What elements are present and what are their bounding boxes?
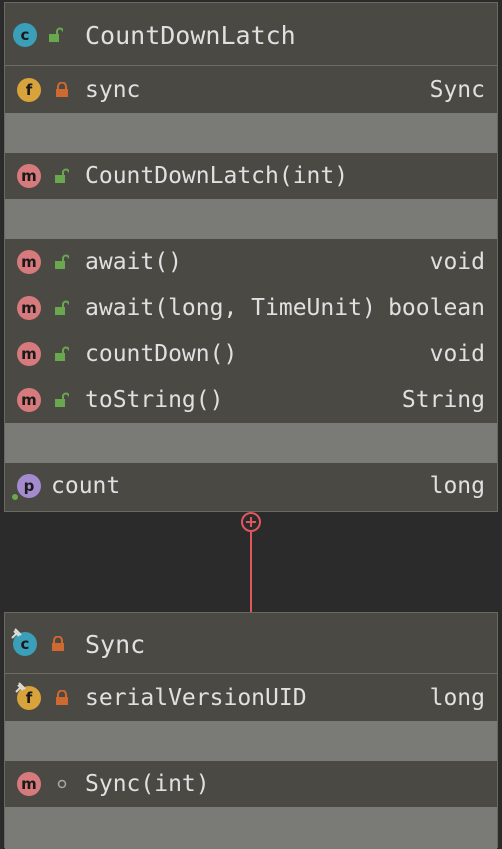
field-name: serialVersionUID	[85, 685, 307, 711]
class-header[interactable]: c Sync	[5, 623, 497, 665]
pin-icon	[11, 628, 22, 639]
private-lock-icon	[56, 690, 68, 705]
class-box-countdownlatch[interactable]: c CountDownLatch f sync Sync m CountDown…	[4, 2, 498, 512]
method-type: String	[401, 387, 485, 413]
method-row[interactable]: m await() void	[5, 239, 497, 285]
method-name: toString()	[85, 387, 224, 413]
property-name: count	[51, 473, 121, 499]
field-name: sync	[85, 77, 141, 103]
constructor-name: CountDownLatch(int)	[85, 163, 349, 189]
package-visibility-icon	[57, 779, 67, 789]
class-icon: c	[13, 632, 37, 656]
divider	[5, 65, 497, 66]
method-name: await(long, TimeUnit)	[85, 295, 376, 321]
field-icon: f	[17, 686, 41, 710]
field-row[interactable]: f serialVersionUID long	[5, 675, 497, 721]
method-row[interactable]: m toString() String	[5, 377, 497, 423]
field-type: long	[429, 685, 485, 711]
public-lock-icon	[55, 346, 69, 361]
field-type: Sync	[429, 77, 485, 103]
method-icon: m	[17, 164, 41, 188]
empty-section	[5, 807, 497, 849]
public-lock-icon	[55, 168, 69, 183]
inner-class-connector	[241, 512, 261, 614]
method-type: boolean	[388, 295, 485, 321]
method-icon: m	[17, 296, 41, 320]
getter-dot-icon	[12, 494, 18, 500]
constructor-row[interactable]: m Sync(int)	[5, 761, 497, 807]
public-lock-icon	[49, 27, 63, 42]
class-box-sync[interactable]: c Sync f serialVersionUID long m Sync(in…	[4, 612, 498, 849]
public-lock-icon	[55, 392, 69, 407]
method-icon: m	[17, 388, 41, 412]
field-row[interactable]: f sync Sync	[5, 67, 497, 113]
constructor-name: Sync(int)	[85, 771, 210, 797]
constructor-row[interactable]: m CountDownLatch(int)	[5, 153, 497, 199]
private-lock-icon	[52, 636, 64, 651]
class-name: Sync	[85, 629, 146, 659]
method-row[interactable]: m countDown() void	[5, 331, 497, 377]
method-row[interactable]: m await(long, TimeUnit) boolean	[5, 285, 497, 331]
method-type: void	[429, 249, 485, 275]
method-type: void	[429, 341, 485, 367]
method-icon: m	[17, 250, 41, 274]
empty-section	[5, 199, 497, 239]
public-lock-icon	[55, 300, 69, 315]
class-header[interactable]: c CountDownLatch	[5, 15, 497, 55]
empty-section	[5, 721, 497, 761]
empty-section	[5, 423, 497, 463]
pin-icon	[15, 682, 26, 693]
method-icon: m	[17, 772, 41, 796]
field-icon: f	[17, 78, 41, 102]
method-name: await()	[85, 249, 182, 275]
method-icon: m	[17, 342, 41, 366]
public-lock-icon	[55, 254, 69, 269]
class-name: CountDownLatch	[85, 20, 296, 50]
property-type: long	[429, 473, 485, 499]
private-lock-icon	[56, 82, 68, 97]
method-name: countDown()	[85, 341, 238, 367]
property-icon: p	[17, 474, 41, 498]
divider	[5, 673, 497, 674]
property-row[interactable]: p count long	[5, 463, 497, 509]
empty-section	[5, 113, 497, 153]
class-icon: c	[13, 23, 37, 47]
